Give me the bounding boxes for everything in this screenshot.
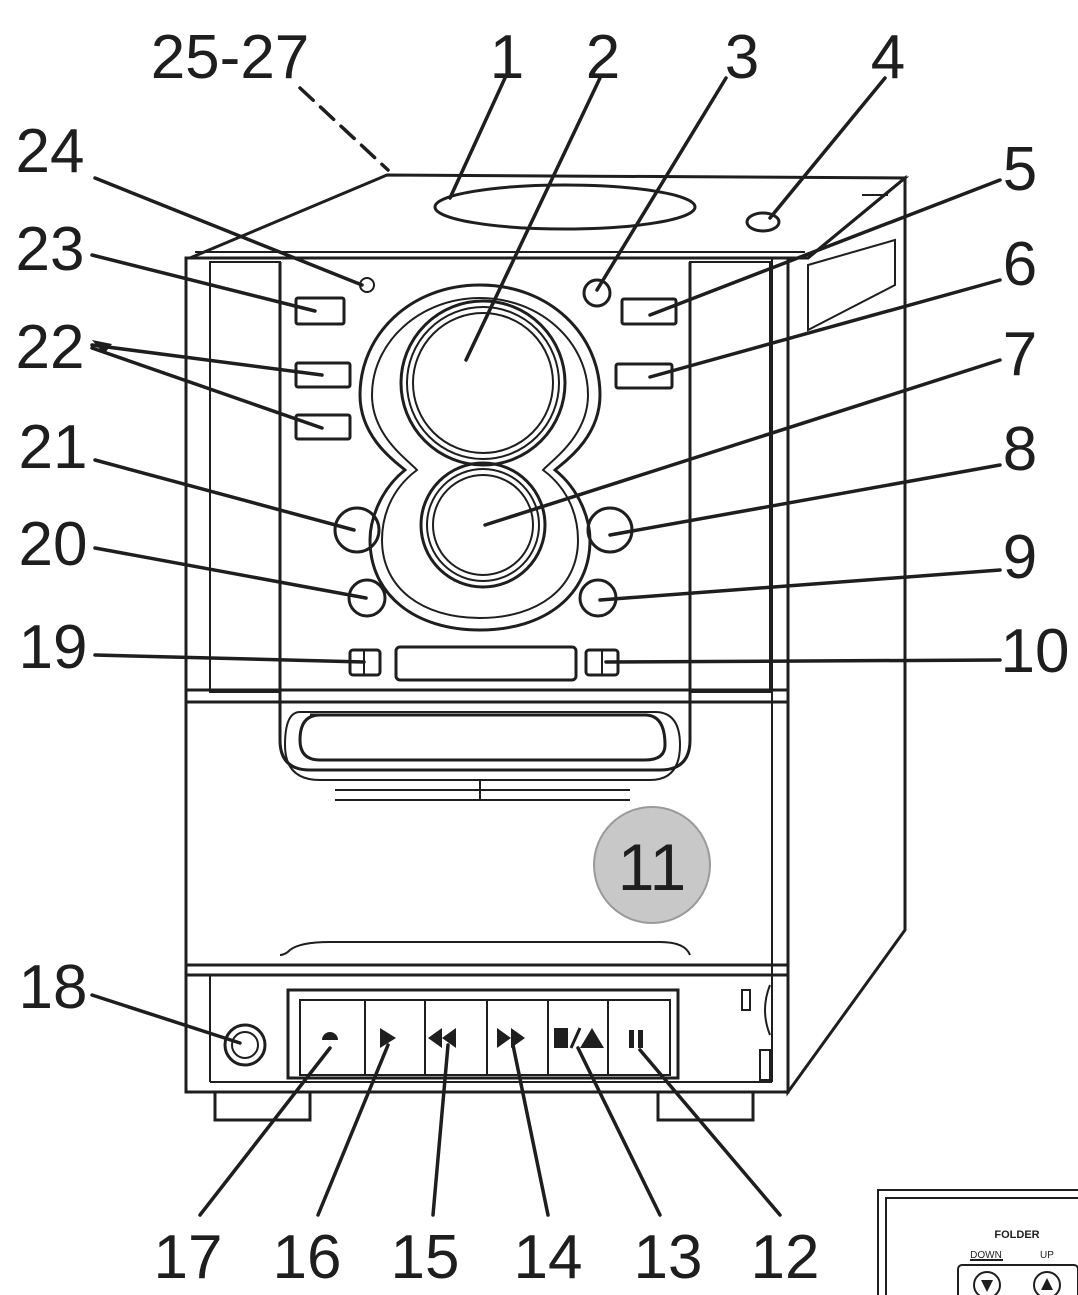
callout-13: 13 <box>634 1223 703 1292</box>
round-button-20[interactable] <box>347 578 387 618</box>
callout-9: 9 <box>1003 523 1037 592</box>
rect-button-23[interactable] <box>294 296 346 326</box>
callout-8: 8 <box>1003 415 1037 484</box>
pause-button[interactable] <box>629 1030 643 1048</box>
callout-7: 7 <box>1003 320 1037 389</box>
front-body <box>184 256 790 1122</box>
callout-15: 15 <box>391 1223 460 1292</box>
callout-1: 1 <box>490 23 524 92</box>
rewind-button[interactable] <box>428 1028 456 1048</box>
callout-16: 16 <box>273 1223 342 1292</box>
callout-10: 10 <box>1001 617 1070 686</box>
callout-25-27: 25-27 <box>151 23 310 92</box>
callout-24: 24 <box>16 117 85 186</box>
callout-18: 18 <box>19 953 88 1022</box>
callout-labels: 25-27 1 2 3 4 5 6 7 8 9 10 24 23 22 21 2… <box>16 23 1070 1292</box>
headphone-jack[interactable] <box>223 1023 267 1067</box>
folder-down-button[interactable] <box>973 1271 1001 1295</box>
large-knob[interactable] <box>399 299 567 467</box>
callout-6: 6 <box>1003 230 1037 299</box>
callout-12: 12 <box>751 1223 820 1292</box>
leader-lines <box>90 76 1002 1217</box>
top-indicator <box>745 211 781 233</box>
rect-button-22b[interactable] <box>294 413 352 441</box>
display-window <box>394 645 578 682</box>
callout-3: 3 <box>725 23 759 92</box>
small-knob[interactable] <box>419 461 547 589</box>
round-button-top-right[interactable] <box>582 278 612 308</box>
rect-button-6[interactable] <box>614 362 674 390</box>
cassette-slot <box>279 711 691 956</box>
rect-button-22a[interactable] <box>294 361 352 389</box>
callout-19: 19 <box>19 613 88 682</box>
callout-5: 5 <box>1003 135 1037 204</box>
callout-21: 21 <box>19 413 88 482</box>
callout-badge-11 <box>593 806 711 924</box>
callout-17: 17 <box>154 1223 223 1292</box>
rect-button-5[interactable] <box>620 297 678 326</box>
transport-panel <box>286 988 680 1080</box>
round-button-8[interactable] <box>586 506 634 554</box>
callout-2: 2 <box>586 23 620 92</box>
round-button-21[interactable] <box>333 506 381 554</box>
callout-badge-11-label: 11 <box>618 830 687 904</box>
inset-down-label: DOWN <box>970 1250 1002 1261</box>
play-button[interactable] <box>380 1028 396 1048</box>
callout-23: 23 <box>16 215 85 284</box>
inset-folder-label: FOLDER <box>994 1229 1039 1241</box>
record-button[interactable] <box>322 1032 338 1040</box>
fast-forward-button[interactable] <box>497 1028 525 1048</box>
callout-20: 20 <box>19 510 88 579</box>
callout-22: 22 <box>16 313 85 382</box>
volume-knob-area <box>358 283 602 632</box>
callout-4: 4 <box>871 23 905 92</box>
folder-inset: FOLDER DOWN UP <box>877 1189 1078 1295</box>
inset-up-label: UP <box>1040 1250 1054 1261</box>
callout-14: 14 <box>514 1223 583 1292</box>
stop-eject-button[interactable] <box>554 1027 604 1049</box>
side-panel <box>786 174 907 1097</box>
folder-up-button[interactable] <box>1033 1271 1061 1295</box>
cd-lid <box>433 183 697 231</box>
